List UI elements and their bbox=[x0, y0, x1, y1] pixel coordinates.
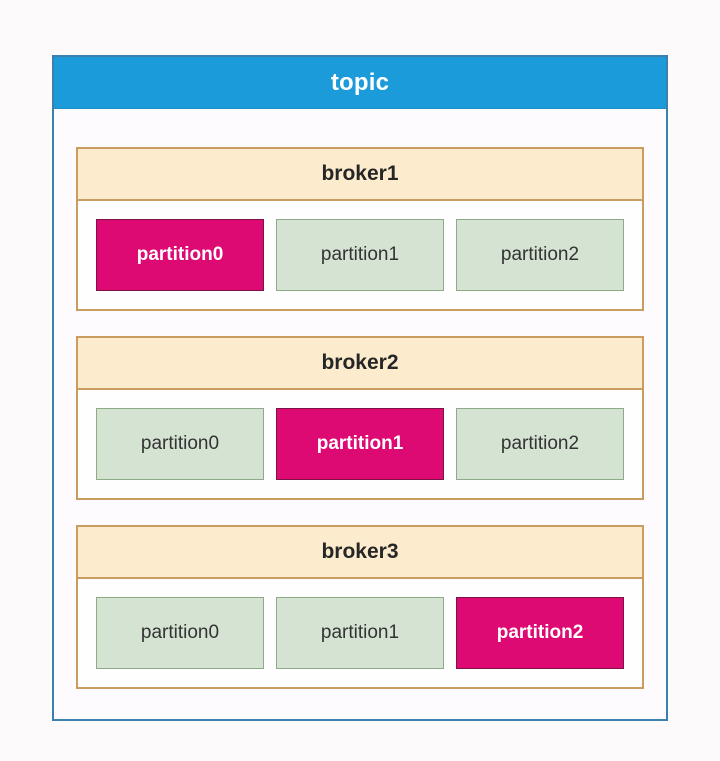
broker-label: broker2 bbox=[78, 338, 642, 390]
broker-block: broker3 partition0 partition1 partition2 bbox=[76, 525, 644, 689]
broker-label: broker1 bbox=[78, 149, 642, 201]
partition-box[interactable]: partition0 bbox=[96, 408, 264, 480]
partition-box[interactable]: partition2 bbox=[456, 597, 624, 669]
broker-block: broker2 partition0 partition1 partition2 bbox=[76, 336, 644, 500]
broker-list: broker1 partition0 partition1 partition2… bbox=[54, 109, 666, 719]
partition-box[interactable]: partition2 bbox=[456, 219, 624, 291]
partition-box[interactable]: partition1 bbox=[276, 408, 444, 480]
topic-title: topic bbox=[54, 57, 666, 109]
broker-label: broker3 bbox=[78, 527, 642, 579]
partition-box[interactable]: partition1 bbox=[276, 219, 444, 291]
partition-box[interactable]: partition0 bbox=[96, 597, 264, 669]
broker-block: broker1 partition0 partition1 partition2 bbox=[76, 147, 644, 311]
topic-container: topic broker1 partition0 partition1 part… bbox=[52, 55, 668, 721]
partition-row: partition0 partition1 partition2 bbox=[78, 201, 642, 309]
partition-box[interactable]: partition0 bbox=[96, 219, 264, 291]
partition-row: partition0 partition1 partition2 bbox=[78, 579, 642, 687]
partition-row: partition0 partition1 partition2 bbox=[78, 390, 642, 498]
partition-box[interactable]: partition2 bbox=[456, 408, 624, 480]
partition-box[interactable]: partition1 bbox=[276, 597, 444, 669]
